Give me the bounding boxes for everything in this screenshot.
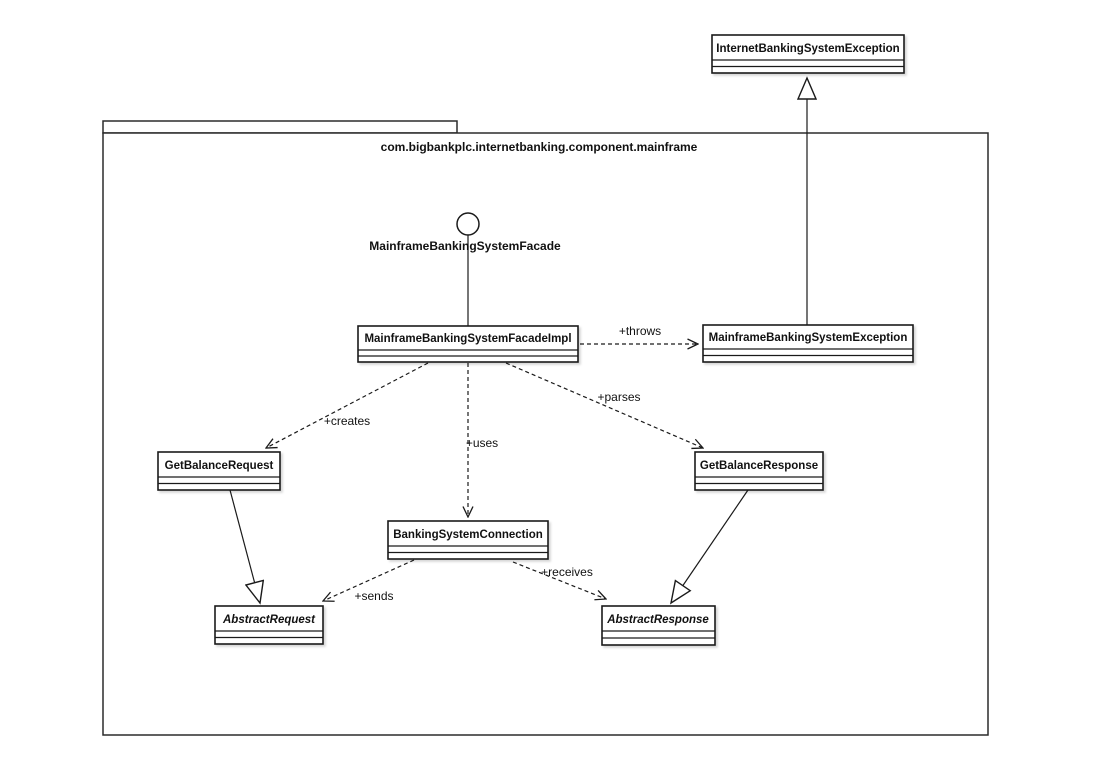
class-internet-banking-system-exception: InternetBankingSystemException <box>711 34 905 74</box>
edge-label-parses: +parses <box>597 390 640 404</box>
interface-label: MainframeBankingSystemFacade <box>369 239 561 253</box>
class-name: InternetBankingSystemException <box>716 43 899 55</box>
package-title: com.bigbankplc.internetbanking.component… <box>381 140 698 154</box>
edge-parses-dependency <box>505 362 703 448</box>
class-name: GetBalanceRequest <box>165 460 274 472</box>
interface-mainframe-banking-system-facade: MainframeBankingSystemFacade <box>369 212 561 253</box>
edge-labels: +throws +creates +uses +parses +sends +r… <box>324 324 661 603</box>
class-get-balance-request: GetBalanceRequest <box>157 451 281 491</box>
class-mainframe-banking-system-facade-impl: MainframeBankingSystemFacadeImpl <box>357 325 579 363</box>
class-abstract-response: AbstractResponse <box>601 605 716 646</box>
class-name: AbstractRequest <box>222 614 316 626</box>
class-name: BankingSystemConnection <box>393 529 543 541</box>
class-get-balance-response: GetBalanceResponse <box>694 451 824 491</box>
edges <box>229 78 807 603</box>
interface-lollipop-icon <box>456 212 480 236</box>
class-name: AbstractResponse <box>606 614 709 626</box>
class-mainframe-banking-system-exception: MainframeBankingSystemException <box>702 324 914 363</box>
edge-receives-dependency <box>512 561 606 599</box>
edge-label-receives: +receives <box>541 565 593 579</box>
class-banking-system-connection: BankingSystemConnection <box>387 520 549 560</box>
edge-label-throws: +throws <box>619 324 661 338</box>
edge-generalization-request <box>229 489 260 603</box>
class-name: MainframeBankingSystemFacadeImpl <box>364 333 571 345</box>
edge-label-sends: +sends <box>354 589 393 603</box>
class-abstract-request: AbstractRequest <box>214 605 324 645</box>
class-name: MainframeBankingSystemException <box>709 332 908 344</box>
edge-generalization-response <box>671 489 749 603</box>
class-name: GetBalanceResponse <box>700 460 818 472</box>
edge-label-uses: +uses <box>466 436 498 450</box>
edge-sends-dependency <box>323 559 415 601</box>
edge-label-creates: +creates <box>324 414 370 428</box>
edge-creates-dependency <box>266 362 429 448</box>
package-tab <box>102 120 458 134</box>
